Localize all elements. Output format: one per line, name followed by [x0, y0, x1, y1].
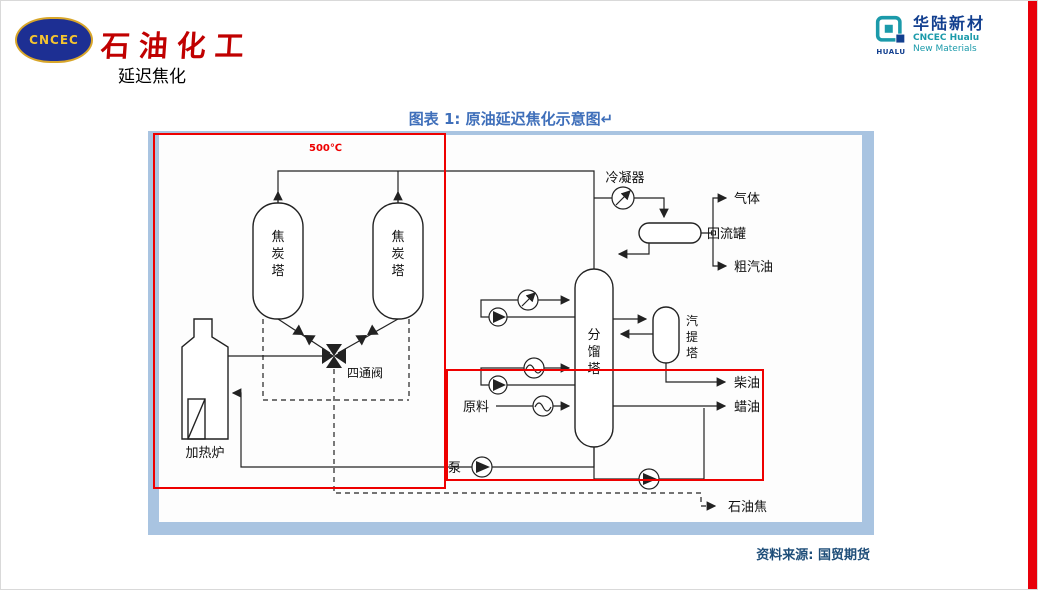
label-naphtha: 粗汽油	[734, 260, 773, 275]
fractionator-vessel	[574, 268, 614, 448]
label-pump: 泵	[448, 461, 461, 476]
cncec-logo: CNCEC	[15, 17, 93, 63]
pumparound-exchanger-2	[523, 357, 545, 379]
figure-caption: 图表 1: 原油延迟焦化示意图↵	[408, 110, 614, 128]
coke-drum-1	[252, 202, 304, 320]
furnace-burner	[187, 398, 206, 440]
furnace-vessel	[181, 318, 229, 440]
feed-heater-symbol	[532, 395, 554, 417]
hualu-name-en: CNCEC Hualu	[913, 33, 980, 44]
source-note: 资料来源: 国贸期货	[756, 548, 870, 563]
label-feed: 原料	[463, 400, 489, 415]
label-petroleum-coke: 石油焦	[728, 500, 767, 515]
hualu-name-en2: New Materials	[913, 43, 977, 54]
label-diesel: 柴油	[734, 376, 760, 391]
cncec-logo-text: CNCEC	[29, 33, 79, 47]
label-reflux-drum: 回流罐	[707, 227, 746, 242]
red-highlight-box-right	[446, 369, 764, 481]
coke-drum-2	[372, 202, 424, 320]
hualu-name-cn: 华陆新材	[913, 14, 986, 33]
drum-inlet-valve-2	[355, 324, 379, 346]
four-way-valve-symbol	[322, 344, 346, 368]
hualu-logo: HUALU 华陆新材 CNCEC Hualu New Materials	[875, 14, 986, 56]
hualu-text-block: 华陆新材 CNCEC Hualu New Materials	[913, 14, 986, 54]
reflux-drum-vessel	[638, 222, 702, 244]
dashed-lines	[262, 319, 717, 511]
label-coke-drum-2: 焦炭塔	[391, 230, 404, 279]
right-red-bar	[1028, 1, 1037, 589]
vessels	[181, 202, 702, 448]
bottoms-pump	[471, 456, 493, 478]
pumparound-pump-1	[488, 307, 508, 327]
pumparound-exchanger-1	[517, 289, 539, 311]
hualu-icon-column: HUALU	[875, 15, 907, 56]
temperature-annotation: 500℃	[309, 143, 342, 154]
label-coke-drum-1: 焦炭塔	[271, 230, 284, 279]
hualu-mark-text: HUALU	[876, 48, 906, 56]
stripper-vessel	[652, 306, 680, 364]
valves	[292, 324, 379, 368]
pumparound-pump-2	[488, 375, 508, 395]
figure-frame: 焦炭塔 焦炭塔 分馏塔 汽提塔 加热炉 四通阀 冷凝器 回流罐 气体 粗汽油 柴…	[148, 131, 874, 535]
furnace-burner-hatch	[187, 398, 206, 440]
diagram-labels: 焦炭塔 焦炭塔 分馏塔 汽提塔 加热炉 四通阀 冷凝器 回流罐 气体 粗汽油 柴…	[185, 170, 773, 515]
label-condenser: 冷凝器	[605, 170, 644, 186]
drum-inlet-valve-1	[292, 324, 316, 346]
label-four-way-valve: 四通阀	[347, 366, 383, 380]
brand-name: 石油化工	[99, 29, 255, 63]
page-title: 延迟焦化	[118, 67, 186, 87]
red-highlight-box-left	[153, 133, 446, 489]
label-fractionator: 分馏塔	[587, 328, 600, 377]
label-gas: 气体	[734, 191, 760, 207]
label-stripper: 汽提塔	[686, 313, 698, 360]
condenser-symbol	[611, 186, 635, 210]
label-furnace: 加热炉	[185, 446, 224, 461]
hualu-icon	[875, 15, 907, 46]
label-wax-oil: 蜡油	[734, 400, 760, 415]
